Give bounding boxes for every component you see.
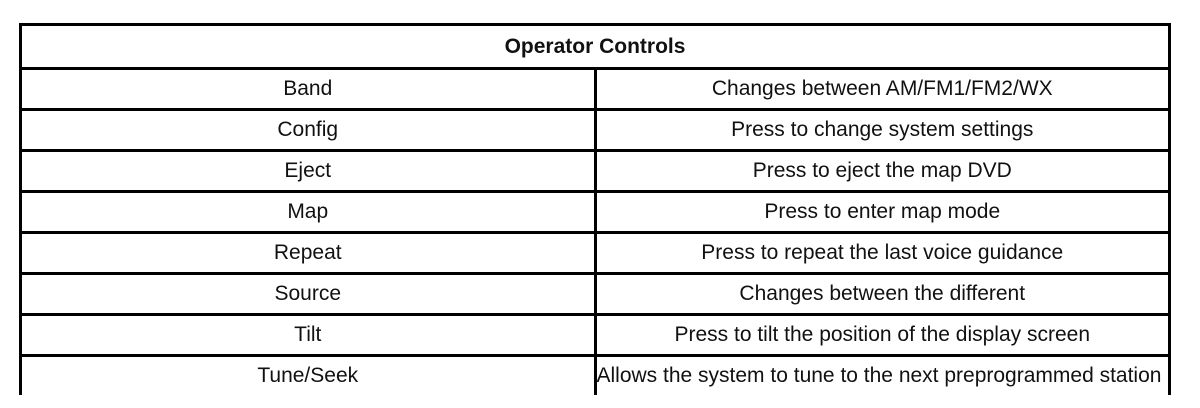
table-row: Tune/Seek Allows the system to tune to t… xyxy=(20,355,1170,395)
control-name-cell: Repeat xyxy=(20,232,597,275)
table-row: Band Changes between AM/FM1/FM2/WX xyxy=(20,68,1170,111)
table-title-row: Operator Controls xyxy=(20,24,1170,70)
table-row: Map Press to enter map mode xyxy=(20,191,1170,234)
control-description-cell: Changes between AM/FM1/FM2/WX xyxy=(595,68,1170,111)
control-name-cell: Tilt xyxy=(20,314,597,357)
control-name-cell: Source xyxy=(20,273,597,316)
table-row: Tilt Press to tilt the position of the d… xyxy=(20,314,1170,357)
control-description-cell: Press to repeat the last voice guidance xyxy=(595,232,1170,275)
control-name-cell: Config xyxy=(20,109,597,152)
table-row: Repeat Press to repeat the last voice gu… xyxy=(20,232,1170,275)
control-description-cell: Changes between the different xyxy=(595,273,1170,316)
control-description-cell: Press to tilt the position of the displa… xyxy=(595,314,1170,357)
control-description-cell: Press to enter map mode xyxy=(595,191,1170,234)
control-name-cell: Tune/Seek xyxy=(20,355,597,395)
table-header: Operator Controls xyxy=(20,24,1170,70)
control-name-cell: Eject xyxy=(20,150,597,193)
control-description-cell: Press to eject the map DVD xyxy=(595,150,1170,193)
control-name-cell: Map xyxy=(20,191,597,234)
control-description-cell: Press to change system settings xyxy=(595,109,1170,152)
table-row: Eject Press to eject the map DVD xyxy=(20,150,1170,193)
operator-controls-table: Operator Controls Band Changes between A… xyxy=(19,23,1171,395)
control-description-cell: Allows the system to tune to the next pr… xyxy=(596,364,1170,387)
table-title: Operator Controls xyxy=(20,24,1170,70)
table-row: Source Changes between the different xyxy=(20,273,1170,316)
table-body: Band Changes between AM/FM1/FM2/WX Confi… xyxy=(20,68,1170,395)
table-row: Config Press to change system settings xyxy=(20,109,1170,152)
control-name-cell: Band xyxy=(20,68,597,111)
